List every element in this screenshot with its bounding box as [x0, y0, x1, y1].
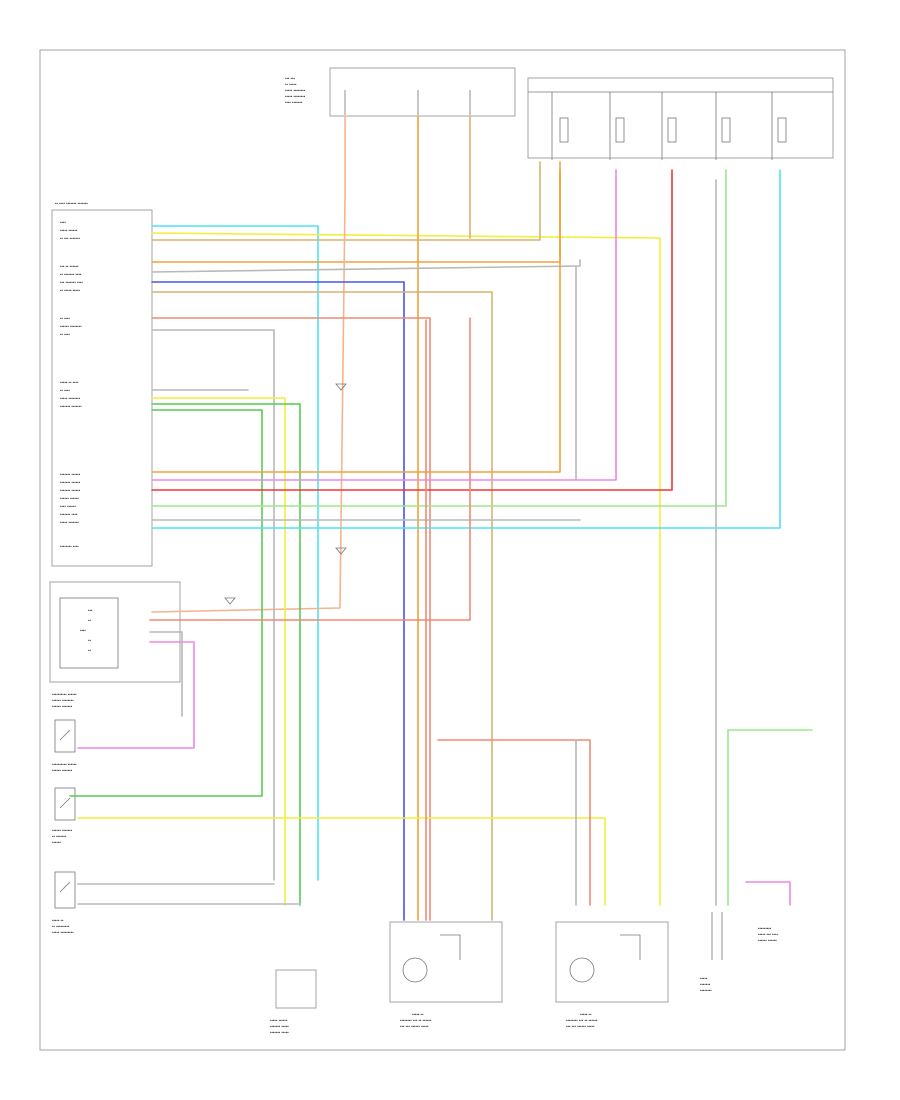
svg-text:••••••• ••••••: ••••••• •••••• — [60, 480, 81, 485]
svg-text:•• •••••••: •• ••••••• — [52, 834, 67, 839]
svg-text:••••: •••• — [80, 628, 86, 633]
svg-text:••• •• ••••••: ••• •• •••••• — [60, 264, 79, 269]
svg-text:•• •••• ••••••• •••••••: •• •••• ••••••• ••••••• — [55, 201, 88, 206]
svg-text:••• ••• •••••• •••••: ••• ••• •••••• ••••• — [400, 1024, 429, 1029]
svg-text:•••••: ••••• — [700, 976, 708, 981]
svg-text:•••••••• ••••: •••••••• •••• — [60, 544, 79, 549]
switch-c — [54, 871, 76, 909]
svg-text:••• ••• •••••• •••••: ••• ••• •••••• ••••• — [566, 1024, 595, 1029]
svg-text:•••••• •••••••: •••••• ••••••• — [52, 768, 73, 773]
svg-text:••••• ••: ••••• •• — [580, 1012, 592, 1017]
switch-b — [54, 787, 76, 821]
ground-symbols — [224, 383, 347, 605]
svg-text:•••••••• ••• •• ••••••: •••••••• ••• •• •••••• — [400, 1018, 432, 1023]
svg-text:•••••• ••••••••: •••••• •••••••• — [60, 324, 82, 329]
svg-text:•• ••••: •• •••• — [60, 332, 70, 337]
svg-text:••• •••: ••• ••• — [285, 76, 295, 81]
svg-text:•••••• ••••••••: •••••• •••••••• — [52, 698, 74, 703]
svg-text:••••••: •••••• — [52, 840, 61, 845]
svg-text:••••• ••: ••••• •• — [412, 1012, 424, 1017]
svg-text:•• ••••• •••••: •• ••••• ••••• — [60, 288, 80, 293]
svg-text:••••• ••: ••••• •• — [52, 918, 64, 923]
top-fuse-block: ••• ••• •• ••••• ••••• •••••••• ••••• ••… — [285, 67, 516, 117]
svg-text:••: •• — [88, 618, 91, 623]
main-control-module: •• •••• ••••••• ••••••• •••• ••••• •••••… — [51, 201, 153, 567]
lower-right-components: ••••• ••••••• •••••••• ••••••••• ••••• •… — [700, 912, 778, 993]
svg-text:••••••• ••••••: ••••••• •••••• — [60, 472, 81, 477]
svg-text:••••• ••••••: ••••• •••••• — [270, 1018, 288, 1023]
svg-text:•• •••••: •• ••••• — [285, 82, 297, 87]
svg-text:••••: •••• — [60, 220, 66, 225]
diagram-frame — [39, 49, 846, 1051]
svg-text:••••• ••••••••: ••••• •••••••• — [285, 94, 306, 99]
svg-text:•••• •••••••: •••• ••••••• — [285, 100, 303, 105]
svg-text:•••••••••: ••••••••• — [758, 926, 772, 931]
svg-text:••: •• — [88, 638, 91, 643]
left-front-actuator: ••••• •• •••••••• ••• •• •••••• ••• ••• … — [389, 921, 503, 1029]
svg-text:••••• ••••••••: ••••• •••••••• — [60, 396, 81, 401]
svg-text:••••• ••• ••••: ••••• ••• •••• — [758, 932, 778, 937]
svg-text:•••••• ••••••: •••••• •••••• — [60, 496, 79, 501]
svg-text:•••••••: ••••••• — [700, 982, 711, 987]
svg-text:••••• •••••••: ••••• ••••••• — [60, 520, 79, 525]
svg-text:••• ••••••• ••••: ••• ••••••• •••• — [60, 280, 83, 285]
svg-text:•• ••••: •• •••• — [60, 316, 70, 321]
svg-text:•••••• ••••••: •••••• •••••• — [758, 938, 777, 943]
svg-text:••••• ••••••: ••••• •••••• — [60, 228, 78, 233]
svg-text:••••• ••••••••: ••••• •••••••• — [285, 88, 306, 93]
svg-text:••••••• •••••: ••••••• ••••• — [270, 1030, 289, 1035]
wiring-harness — [69, 115, 813, 921]
svg-text:•••• ••••••: •••• •••••• — [60, 504, 76, 509]
svg-text:•••••••• ••• •• ••••••: •••••••• ••• •• •••••• — [566, 1018, 598, 1023]
svg-text:••••••• •••••: ••••••• ••••• — [270, 1024, 289, 1029]
svg-text:••••• •• ••••: ••••• •• •••• — [60, 380, 79, 385]
svg-text:••: •• — [88, 648, 91, 653]
svg-text:•••••••••• ••••••: •••••••••• •••••• — [52, 762, 77, 767]
svg-text:••••••••: •••••••• — [700, 988, 712, 993]
svg-text:•••••••••• ••••••: •••••••••• •••••• — [52, 692, 77, 697]
distribution-bus — [527, 77, 834, 160]
svg-text:•••••• •••••••: •••••• ••••••• — [52, 704, 73, 709]
switch-a — [54, 719, 76, 753]
svg-text:••••••• •••••••: ••••••• ••••••• — [60, 404, 82, 409]
svg-text:•• ••• •••••••: •• ••• ••••••• — [60, 236, 80, 241]
svg-text:••••• •••••••••: ••••• ••••••••• — [52, 930, 74, 935]
svg-text:•• ••••: •• •••• — [60, 388, 70, 393]
bottom-sensor-center-left: ••••• •••••• ••••••• ••••• ••••••• ••••• — [270, 969, 317, 1035]
svg-text:•• •••••••••: •• ••••••••• — [52, 924, 70, 929]
accelerator-pedal-sensor: ••• •• •••• •• •• •••••••••• •••••• ••••… — [49, 581, 181, 709]
svg-text:•• ••••••• ••••: •• ••••••• •••• — [60, 272, 82, 277]
svg-text:•••••• •••••••: •••••• ••••••• — [52, 828, 73, 833]
right-front-actuator: ••••• •• •••••••• ••• •• •••••• ••• ••• … — [555, 921, 669, 1029]
svg-text:••••••• ••••: ••••••• •••• — [60, 512, 78, 517]
svg-text:•••: ••• — [88, 608, 93, 613]
svg-text:••••••• ••••••: ••••••• •••••• — [60, 488, 81, 493]
